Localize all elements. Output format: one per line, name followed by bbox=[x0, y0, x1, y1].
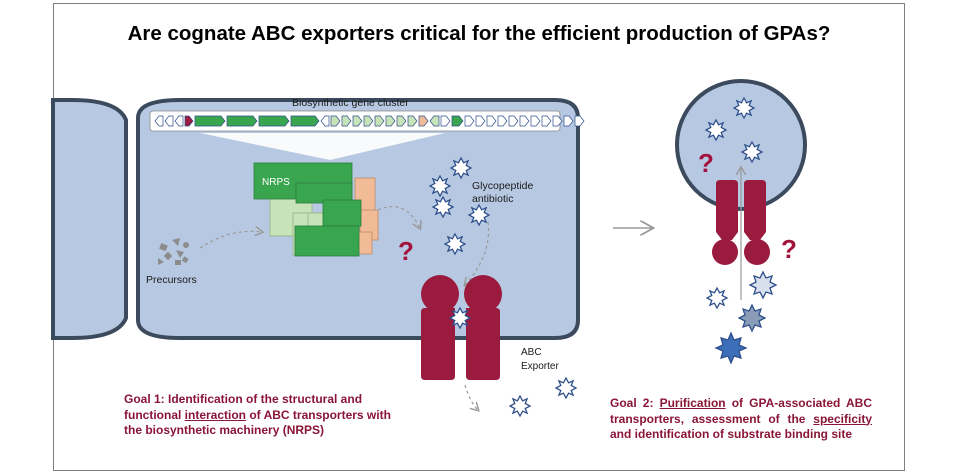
neighbor-cell bbox=[51, 98, 128, 340]
star-molecule-icon bbox=[509, 377, 577, 417]
purified-abc-transporter bbox=[712, 180, 770, 265]
gene-arrow-icon bbox=[374, 115, 385, 127]
gene-arrow-icon bbox=[552, 115, 563, 127]
abc-exporter-label: ABC Exporter bbox=[521, 347, 559, 372]
gene-arrow-icon bbox=[352, 115, 363, 127]
slide-title: Are cognate ABC exporters critical for t… bbox=[127, 22, 831, 45]
gene-arrow-icon bbox=[440, 115, 451, 127]
arrow-icon bbox=[465, 221, 490, 285]
gene-arrow-icon bbox=[363, 115, 374, 127]
gene-arrow-icon bbox=[290, 115, 320, 127]
gene-arrow-icon bbox=[226, 115, 258, 127]
gene-arrow-icon bbox=[486, 115, 497, 127]
gene-arrow-icon bbox=[320, 115, 330, 127]
gene-arrow-icon bbox=[194, 115, 226, 127]
gene-arrow-icon bbox=[519, 115, 530, 127]
arrow-icon bbox=[199, 231, 262, 249]
question-mark-icon: ? bbox=[781, 234, 797, 264]
star-molecule-icon bbox=[449, 307, 471, 329]
gene-arrow-icon bbox=[385, 115, 396, 127]
gene-arrow-icon bbox=[154, 115, 164, 127]
gene-arrow-icon bbox=[574, 115, 585, 127]
arrow-icon bbox=[377, 206, 420, 228]
nrps-label: NRPS bbox=[262, 177, 290, 188]
gene-arrow-icon bbox=[464, 115, 475, 127]
gene-arrow-icon bbox=[407, 115, 418, 127]
gene-arrow-icon bbox=[475, 115, 486, 127]
precursors-label: Precursors bbox=[146, 274, 197, 286]
gene-arrow-icon bbox=[429, 115, 440, 127]
question-mark-icon: ? bbox=[398, 236, 414, 266]
gene-cluster-label: Biosynthetic gene cluster bbox=[292, 97, 409, 109]
expansion-fan bbox=[200, 133, 445, 160]
goal-1-text: Goal 1: Identification of the structural… bbox=[124, 392, 391, 437]
gene-arrow-icon bbox=[497, 115, 508, 127]
precursors-cluster bbox=[158, 238, 189, 265]
gene-arrow-icon bbox=[258, 115, 290, 127]
gene-arrow-icon bbox=[530, 115, 541, 127]
gene-arrow-icon bbox=[396, 115, 407, 127]
gene-arrow-icon bbox=[184, 115, 194, 127]
gene-arrow-icon bbox=[418, 115, 429, 127]
gene-arrow-icon bbox=[563, 115, 574, 127]
gene-arrow-icon bbox=[330, 115, 341, 127]
gene-arrow-icon bbox=[341, 115, 352, 127]
gene-arrow-icon bbox=[154, 115, 585, 127]
star-molecule-icon bbox=[706, 270, 778, 365]
gene-arrow-icon bbox=[541, 115, 552, 127]
gene-arrow-icon bbox=[451, 115, 464, 127]
gene-arrow-icon bbox=[174, 115, 184, 127]
goal-2-text: Goal 2: Purification of GPA-associated A… bbox=[610, 396, 872, 441]
gene-arrow-icon bbox=[164, 115, 174, 127]
glycopeptide-label: Glycopeptide antibiotic bbox=[472, 180, 534, 205]
arrow-icon bbox=[464, 384, 478, 410]
abc-exporter bbox=[421, 275, 502, 380]
gene-arrow-icon bbox=[508, 115, 519, 127]
question-mark-icon: ? bbox=[698, 148, 714, 178]
nrps-complex bbox=[253, 162, 379, 257]
